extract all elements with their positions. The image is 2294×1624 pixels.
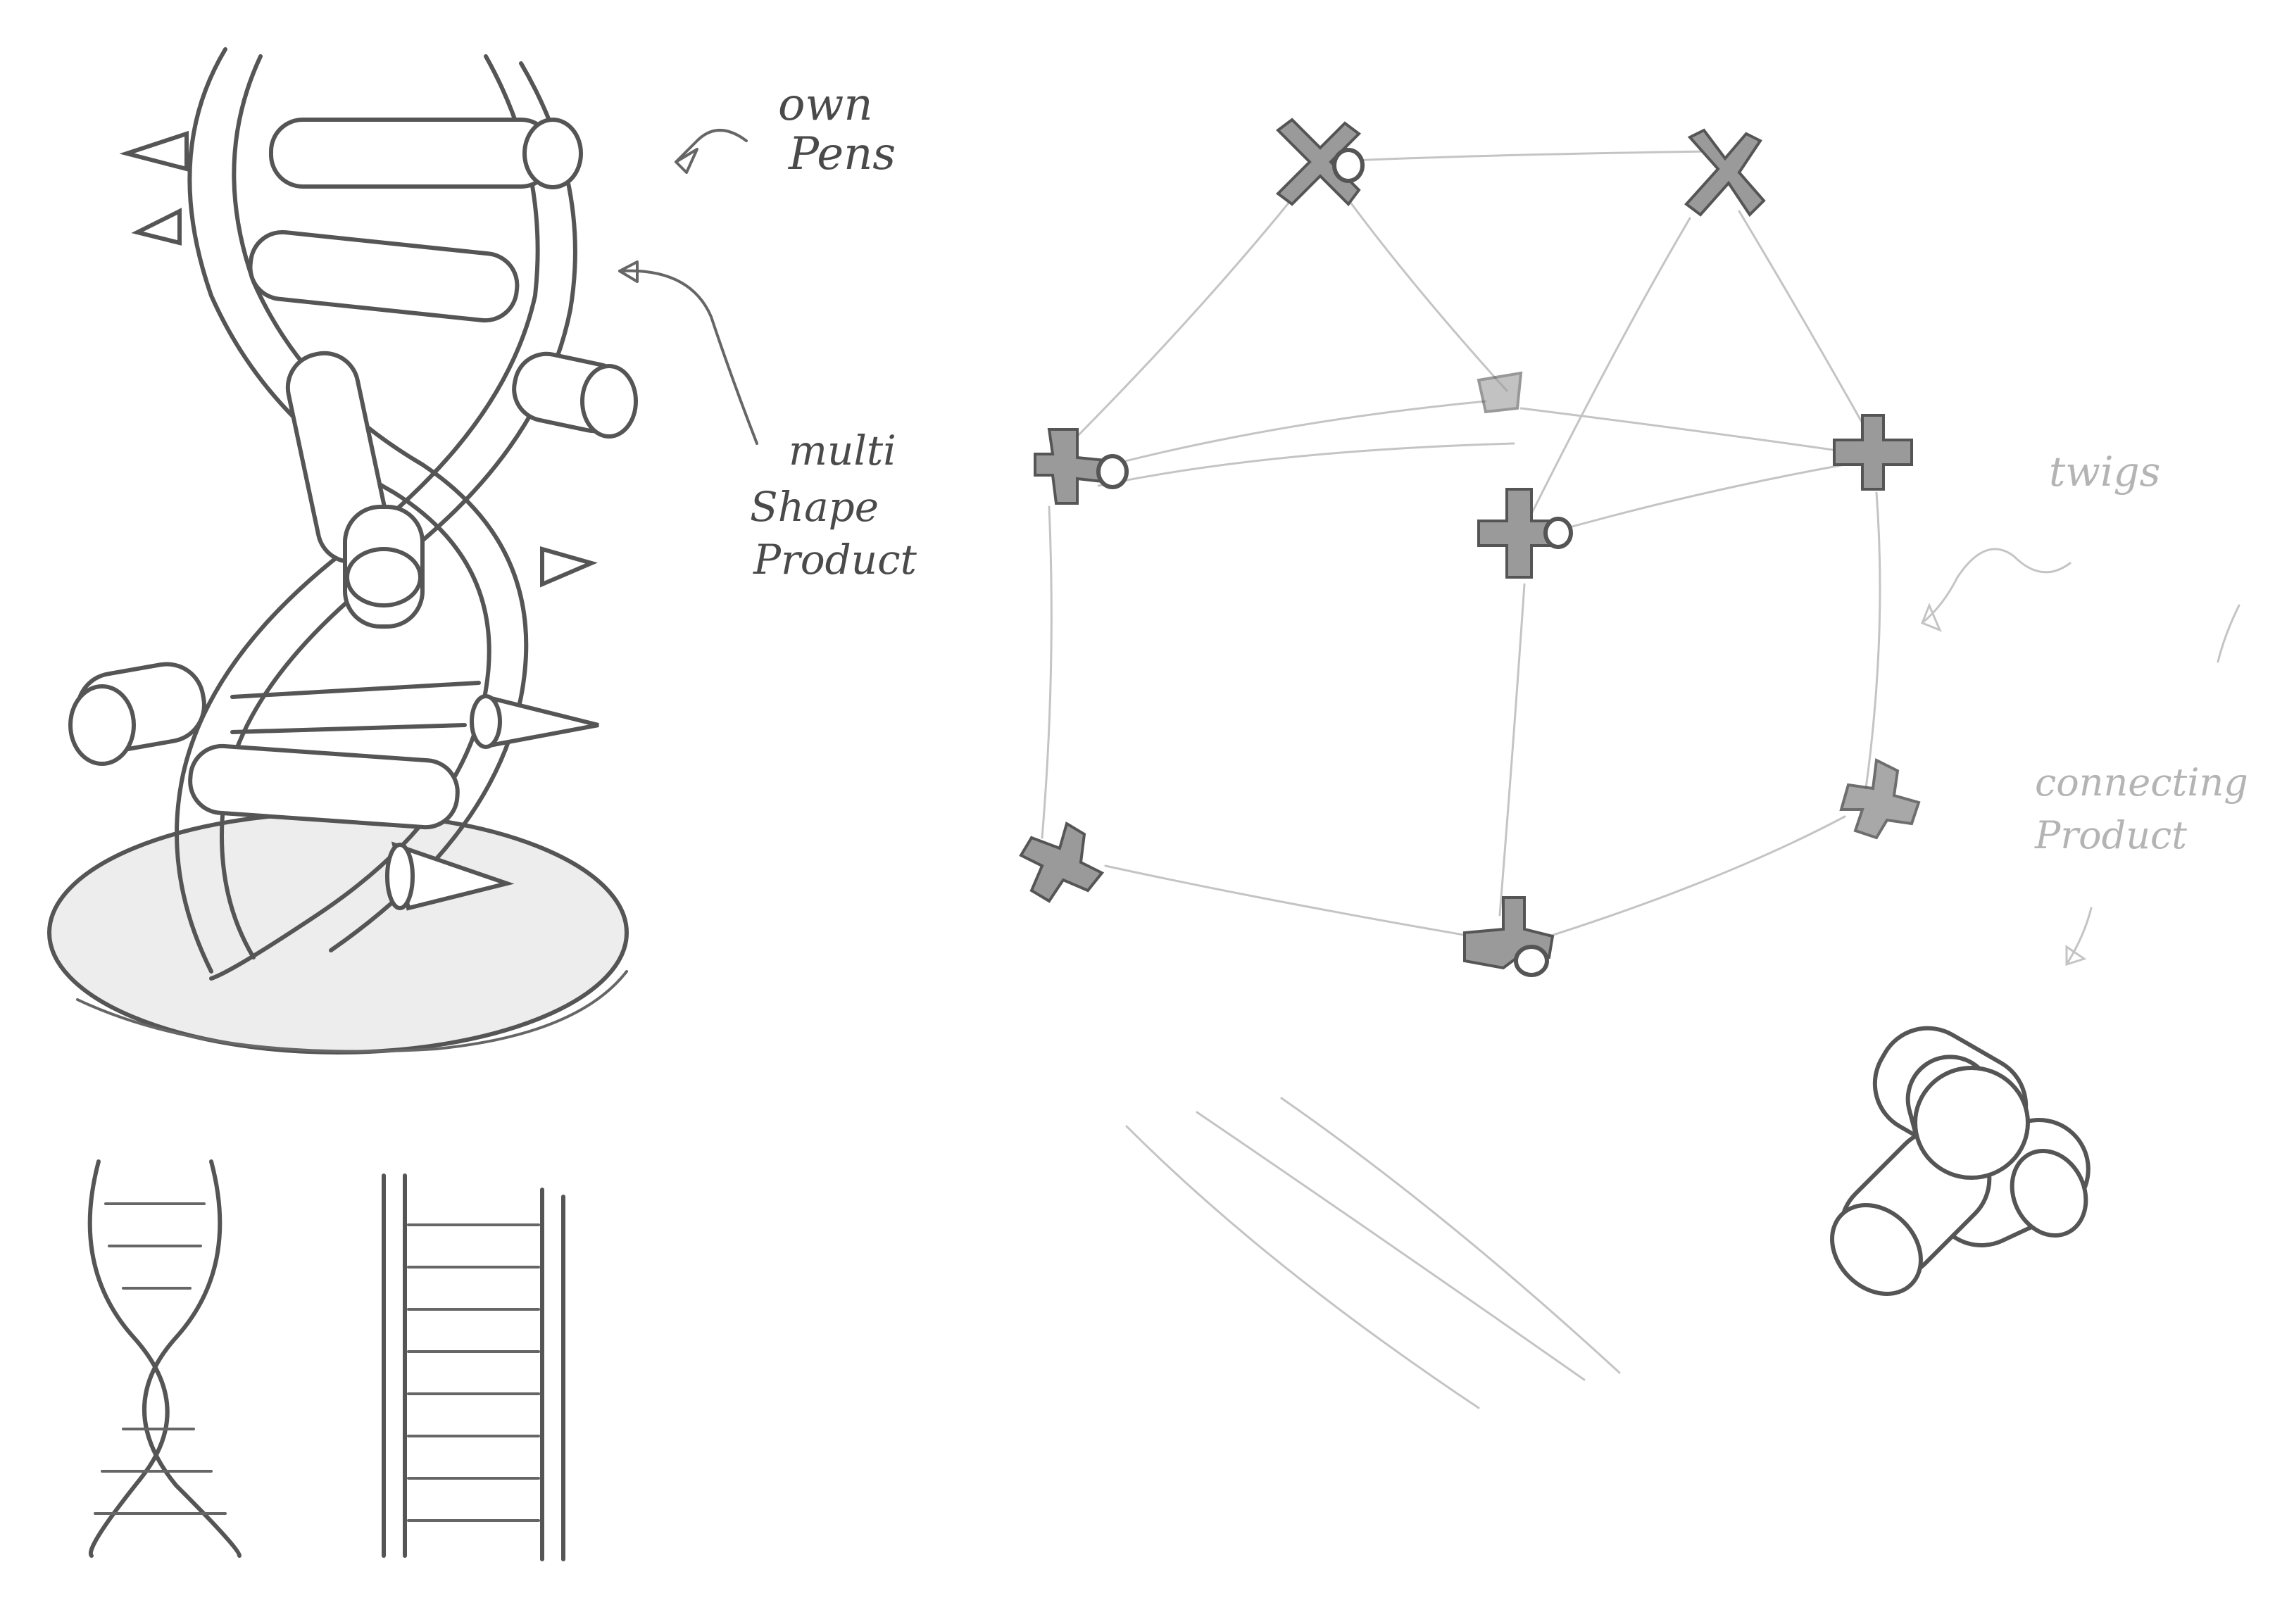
holder-base-shadow: [76, 970, 628, 1053]
arrow-head: [2065, 945, 2087, 967]
twig-edge: [1340, 189, 1508, 392]
annotation-arrow: [2065, 907, 2093, 966]
connector-node: [1034, 428, 1129, 505]
connector-node: [1839, 757, 1921, 840]
arrow-head: [1921, 603, 1942, 632]
helix-diagram-ladder: [382, 1173, 565, 1561]
helix-rung: [230, 681, 481, 699]
label-twigs: twigs: [2049, 448, 2160, 496]
label-multi-shape-product-line1: multi: [789, 427, 896, 474]
annotation-arrow: [1921, 548, 2072, 624]
twig-edge: [1104, 864, 1473, 938]
arrow-head: [618, 260, 639, 283]
connector-node: [1684, 128, 1766, 218]
label-connecting-product-line2: Product: [2034, 813, 2187, 857]
pen-tube: [343, 505, 425, 629]
annotation-arrow: [675, 129, 748, 163]
faint-scribble: [1196, 1111, 1586, 1381]
label-connecting-product: connecting Product: [2034, 760, 2248, 857]
helix-diagram-twisted: [87, 1159, 242, 1558]
dna-pen-holder-sketch: [47, 47, 758, 1055]
label-multi-shape-product: multi Shape Product: [750, 427, 917, 584]
helix-strand-left: [187, 47, 491, 981]
twig-edge: [1055, 189, 1300, 459]
helix-rung: [230, 723, 467, 734]
label-own-pens-line1: own: [778, 79, 873, 131]
twig-edge: [1083, 400, 1487, 473]
pen-tube: [248, 229, 520, 323]
twig-cube-structure: [1019, 118, 2240, 1409]
connector-node: [1275, 118, 1365, 207]
label-connecting-product-line1: connecting: [2035, 760, 2248, 805]
connector-node: [1463, 896, 1555, 977]
pencil-tip: [119, 130, 189, 172]
pen-tube: [68, 662, 206, 766]
connector-node: [1477, 488, 1573, 579]
twig-edge: [1322, 150, 1712, 163]
twig-edge: [1541, 463, 1846, 536]
faint-scribble: [1125, 1125, 1480, 1409]
twig-edge: [1519, 407, 1839, 452]
label-multi-shape-product-line2: Shape: [750, 483, 879, 531]
faint-scribble: [1280, 1097, 1621, 1374]
pencil-tip: [540, 546, 598, 588]
connector-hub: [1913, 1066, 2030, 1180]
pen-tube: [188, 743, 460, 830]
arrow-head: [675, 148, 698, 174]
pencil-tip: [470, 694, 599, 749]
twig-edge: [1041, 505, 1053, 839]
twig-edge: [1527, 217, 1691, 522]
pen-tube: [512, 351, 638, 439]
twig-edge: [1097, 442, 1515, 487]
twig-edge: [1738, 210, 1867, 431]
label-multi-shape-product-line3: Product: [753, 536, 917, 584]
connector-detail-sketch: [1830, 1026, 2091, 1296]
twig-edge: [1864, 491, 1881, 790]
pencil-tip: [131, 208, 182, 246]
faint-scribble: [2217, 604, 2240, 663]
label-own-pens: own Pens: [778, 79, 896, 180]
connector-node: [1833, 414, 1913, 491]
connector-node: [1019, 821, 1105, 903]
annotation-arrow: [618, 269, 758, 445]
connector-node: [1477, 371, 1523, 414]
twig-edge: [1548, 815, 1846, 938]
pencil-tip: [385, 841, 515, 911]
twig-edge: [1498, 583, 1526, 917]
pen-tube: [269, 118, 583, 189]
label-own-pens-line2: Pens: [788, 128, 896, 180]
